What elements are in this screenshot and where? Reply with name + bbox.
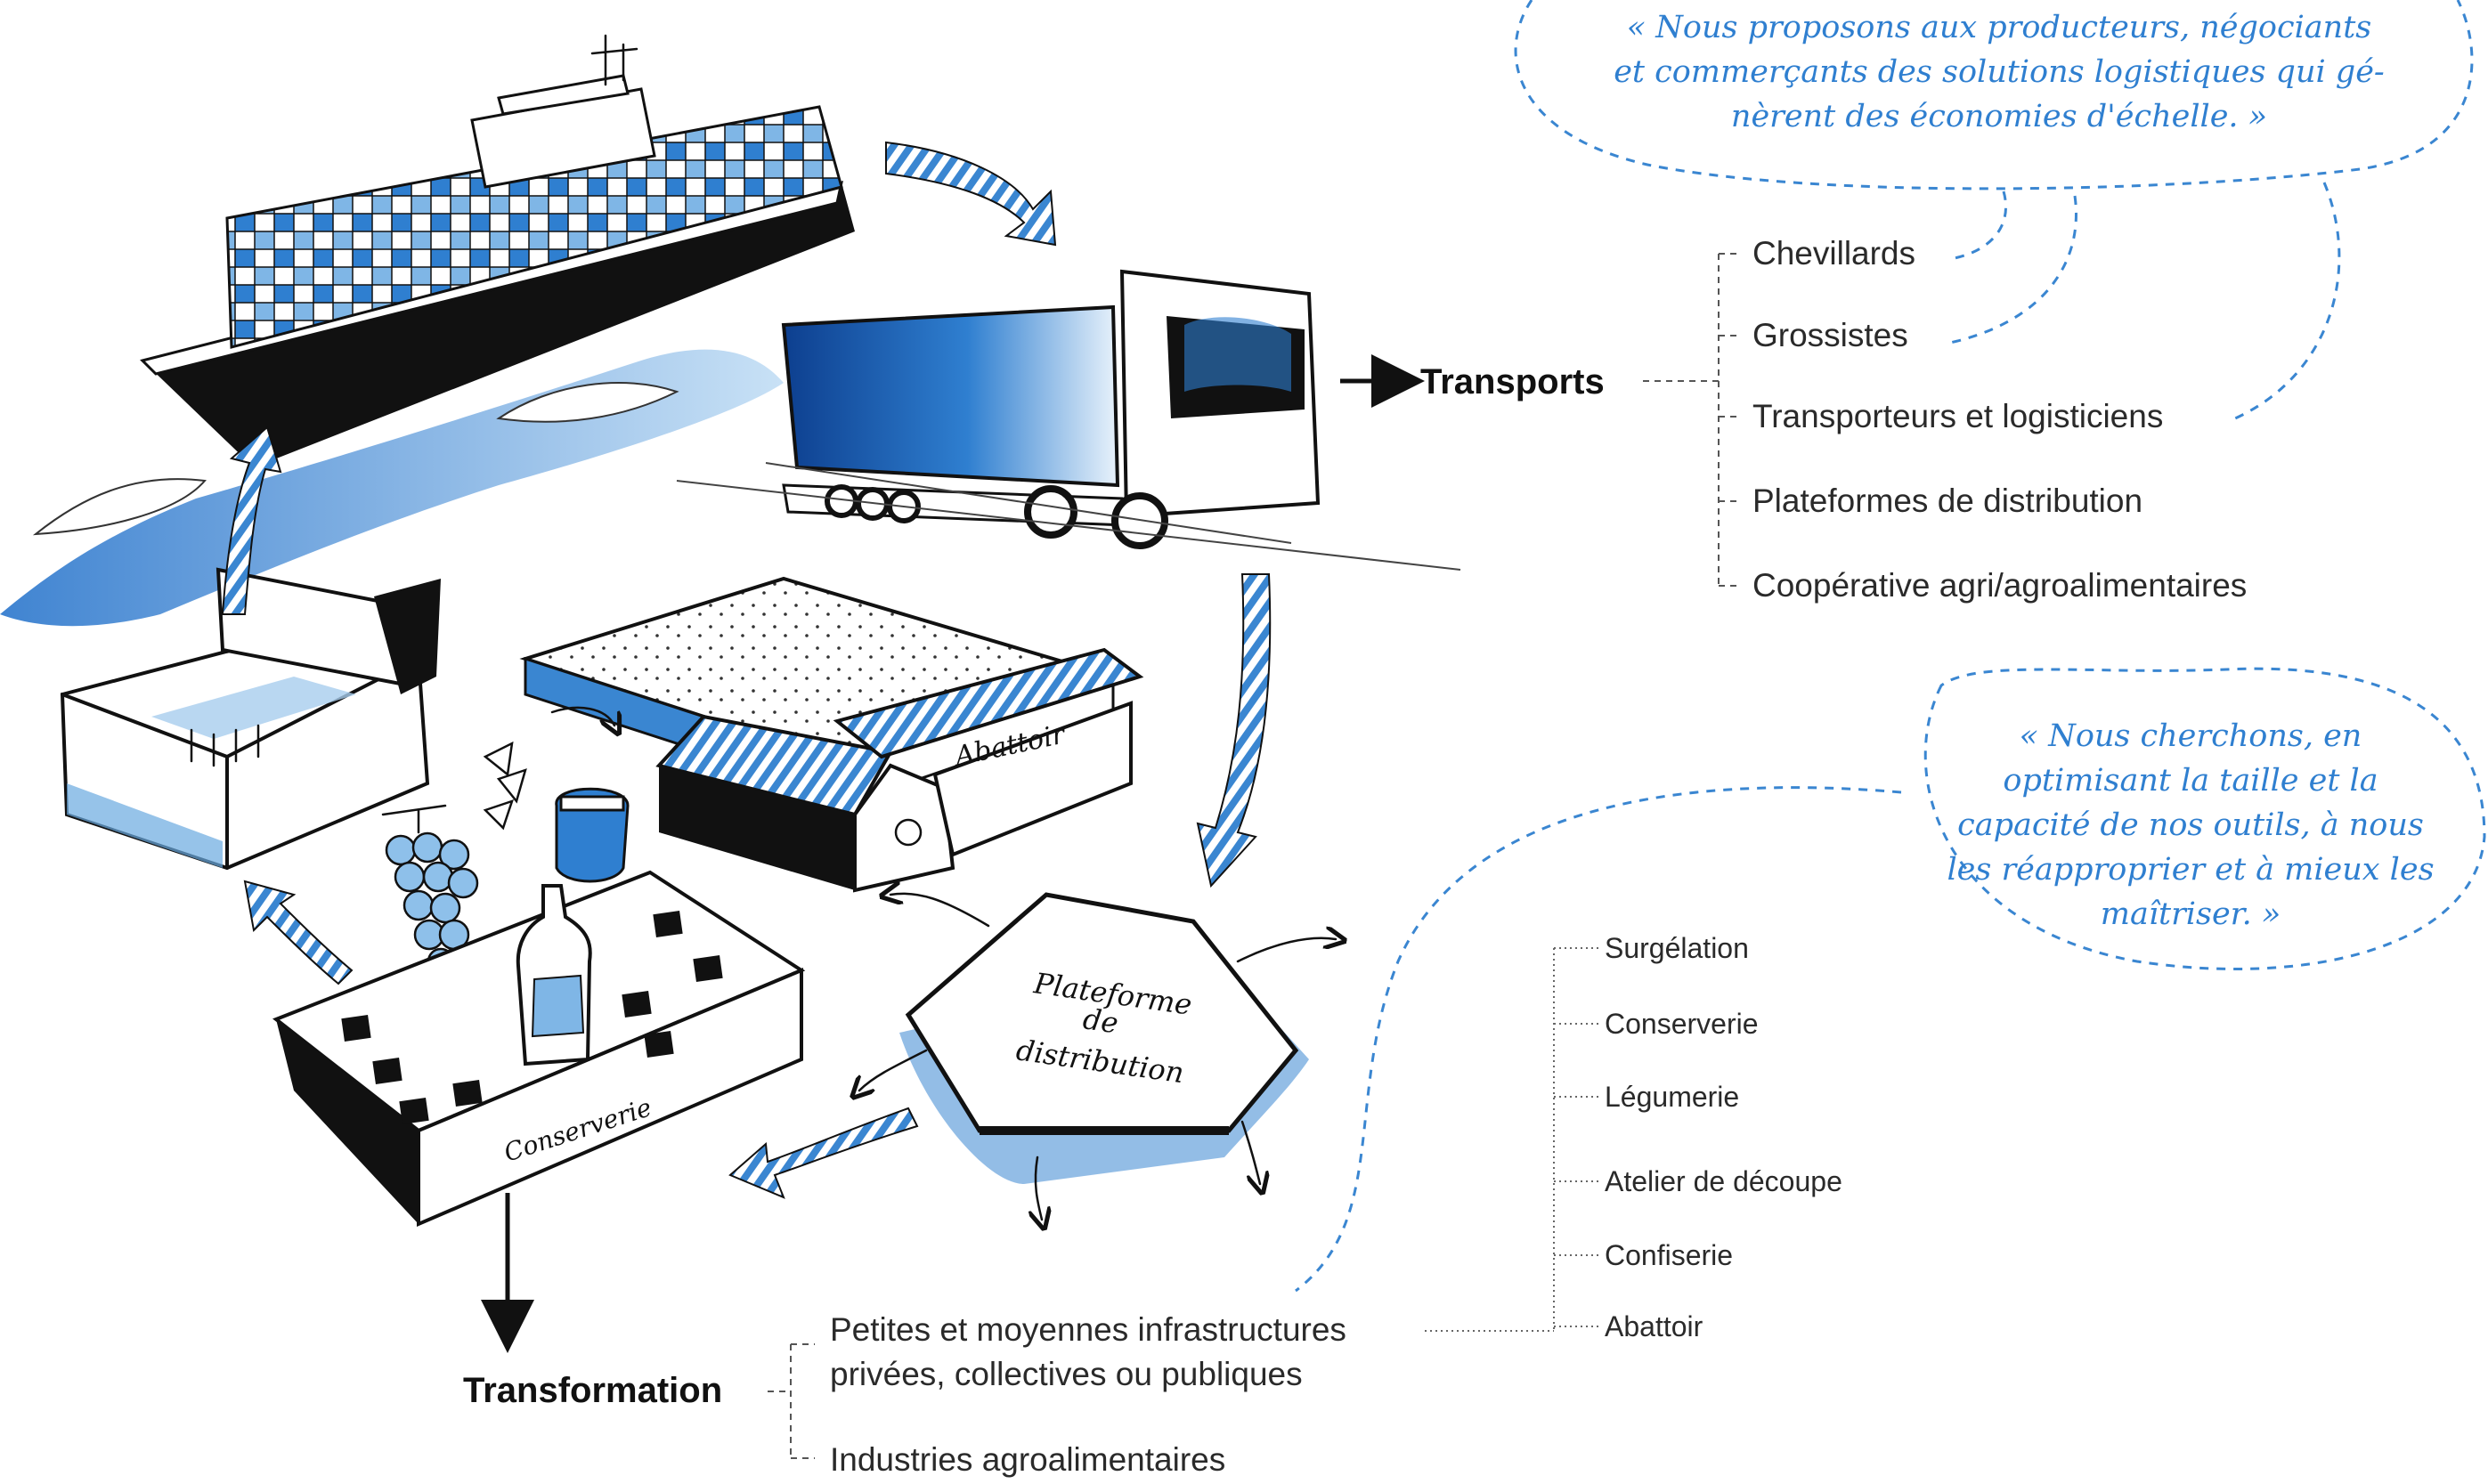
top-quote-tail-3 [2234,182,2341,420]
top-quote-line-1: « Nous proposons aux producteurs, négoci… [1627,10,2371,45]
infrastructure-item: Légumerie [1605,1081,1739,1113]
right-quote-line-1: « Nous cherchons, en [2020,718,2362,754]
right-quote-line-3: capacité de nos outils, à nous [1957,807,2424,843]
transformation-item: privées, collectives ou publiques [830,1356,1303,1392]
transformation-label: Transformation [463,1371,722,1410]
transports-list: Chevillards Grossistes Transporteurs et … [1752,235,2247,604]
top-quote: « Nous proposons aux producteurs, négoci… [1614,10,2385,134]
conserverie-illustration [272,870,806,1228]
right-quote-bubble [1923,667,2486,970]
top-quote-tail-2 [1949,195,2077,345]
infrastructure-item: Surgélation [1605,932,1749,964]
infrastructure-item: Atelier de découpe [1605,1165,1842,1197]
right-quote-tail [1295,786,1902,1293]
transformation-connector [768,1343,815,1459]
transports-item: Chevillards [1752,235,1915,272]
top-quote-bubble [1514,0,2474,191]
box-illustration [60,567,441,871]
cargo-ship-illustration [140,34,855,467]
abattoir-illustration [655,647,1144,893]
plateforme-distribution-arrows [550,706,1336,1220]
top-quote-line-2: et commerçants des solutions logistiques… [1614,54,2385,90]
transports-label: Transports [1420,362,1605,401]
transports-connector [1643,253,1741,587]
right-quote: « Nous cherchons, en optimisant la taill… [1947,718,2434,932]
top-quote-tail-1 [1954,191,2008,260]
cycle-arrows [221,141,1272,1199]
plateforme-label-line2: de [1081,1001,1120,1040]
sea-waves [0,349,784,627]
transports-item: Coopérative agri/agroalimentaires [1752,567,2247,604]
transformation-list: Petites et moyennes infrastructures priv… [830,1311,1346,1478]
jam-jar-illustration [555,787,630,883]
right-quote-line-5: maîtriser. » [2101,896,2281,932]
plateforme-illustration [899,892,1309,1184]
strawberries-illustration [483,741,527,831]
transformation-item: Industries agroalimentaires [830,1441,1225,1478]
transports-item: Grossistes [1752,317,1908,353]
infrastructures-list: Surgélation Conserverie Légumerie Atelie… [1605,932,1842,1342]
transports-item: Transporteurs et logisticiens [1752,398,2163,434]
right-quote-line-4: les réapproprier et à mieux les [1947,852,2434,888]
transports-item: Plateformes de distribution [1752,483,2142,519]
top-quote-line-3: nèrent des économies d'échelle. » [1731,99,2267,134]
infrastructure-item: Confiserie [1605,1239,1733,1271]
transformation-item: Petites et moyennes infrastructures [830,1311,1346,1348]
right-quote-line-2: optimisant la taille et la [2003,763,2378,799]
truck-illustration [676,269,1461,571]
infrastructure-item: Conserverie [1605,1008,1759,1040]
infrastructures-connector [1425,947,1598,1332]
infrastructure-item: Abattoir [1605,1310,1703,1342]
